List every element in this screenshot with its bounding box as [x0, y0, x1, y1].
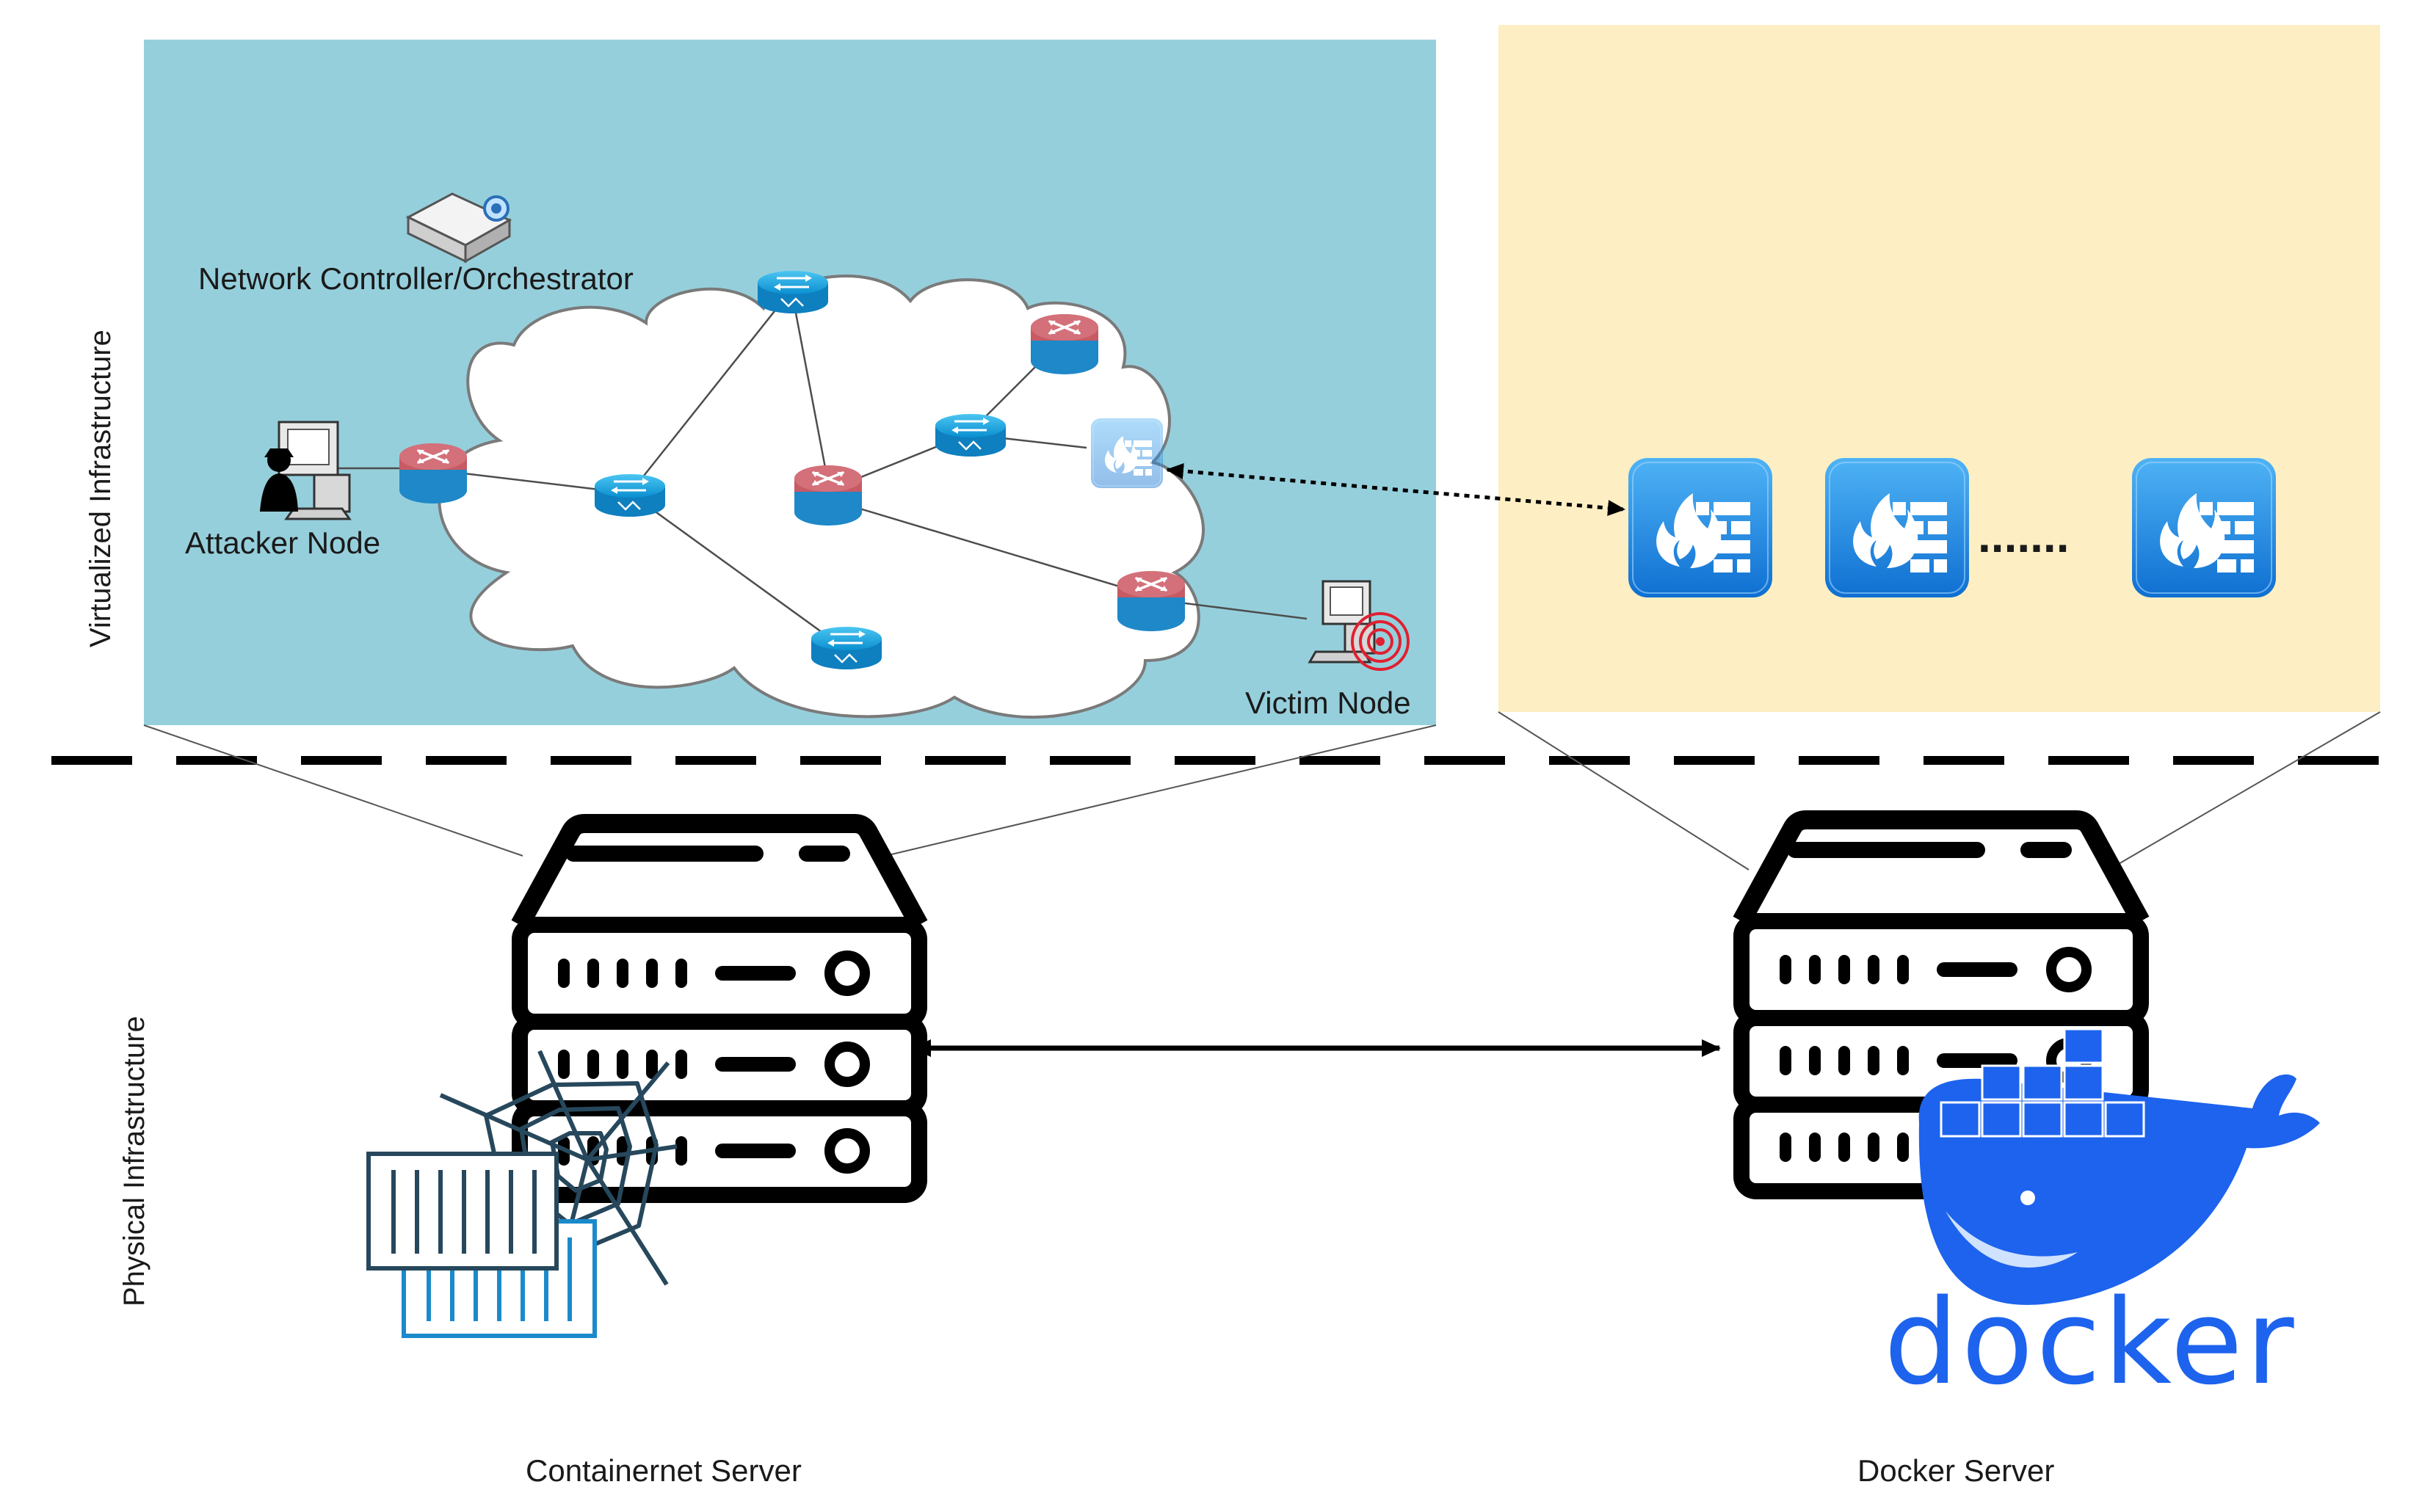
firewall-ellipsis: ....... — [1978, 509, 2069, 562]
docker-container-panel — [1498, 25, 2380, 712]
router-icon — [1116, 570, 1186, 633]
physical-infrastructure-label: Physical Infrastructure — [118, 1016, 151, 1306]
router-icon — [398, 442, 468, 505]
router-icon — [1029, 313, 1100, 376]
switch-icon — [934, 412, 1007, 458]
attacker-computer-icon — [260, 421, 352, 520]
controller-device-icon — [405, 192, 512, 263]
firewall-icon — [1628, 457, 1773, 598]
firewall-icon — [1090, 418, 1164, 489]
firewall-icon — [1824, 457, 1970, 598]
switch-icon — [756, 269, 830, 315]
projection-lines — [143, 711, 2381, 871]
switch-icon — [810, 625, 883, 671]
controller-label: Network Controller/Orchestrator — [198, 261, 634, 296]
switch-icon — [593, 473, 667, 518]
docker-server-label: Docker Server — [1857, 1453, 2054, 1488]
attacker-label: Attacker Node — [185, 526, 380, 560]
victim-computer-icon — [1308, 580, 1410, 671]
virtual-firewall-link-arrow — [1166, 462, 1625, 517]
router-icon — [793, 464, 863, 527]
containernet-logo — [366, 1050, 678, 1338]
containernet-server-label: Containernet Server — [526, 1453, 802, 1488]
docker-whale-logo: docker — [1884, 1028, 2320, 1411]
docker-wordmark: docker — [1884, 1273, 2297, 1411]
firewall-icon — [2131, 457, 2277, 598]
victim-label: Victim Node — [1245, 686, 1411, 720]
virtualized-infrastructure-label: Virtualized Infrastructure — [84, 330, 117, 647]
